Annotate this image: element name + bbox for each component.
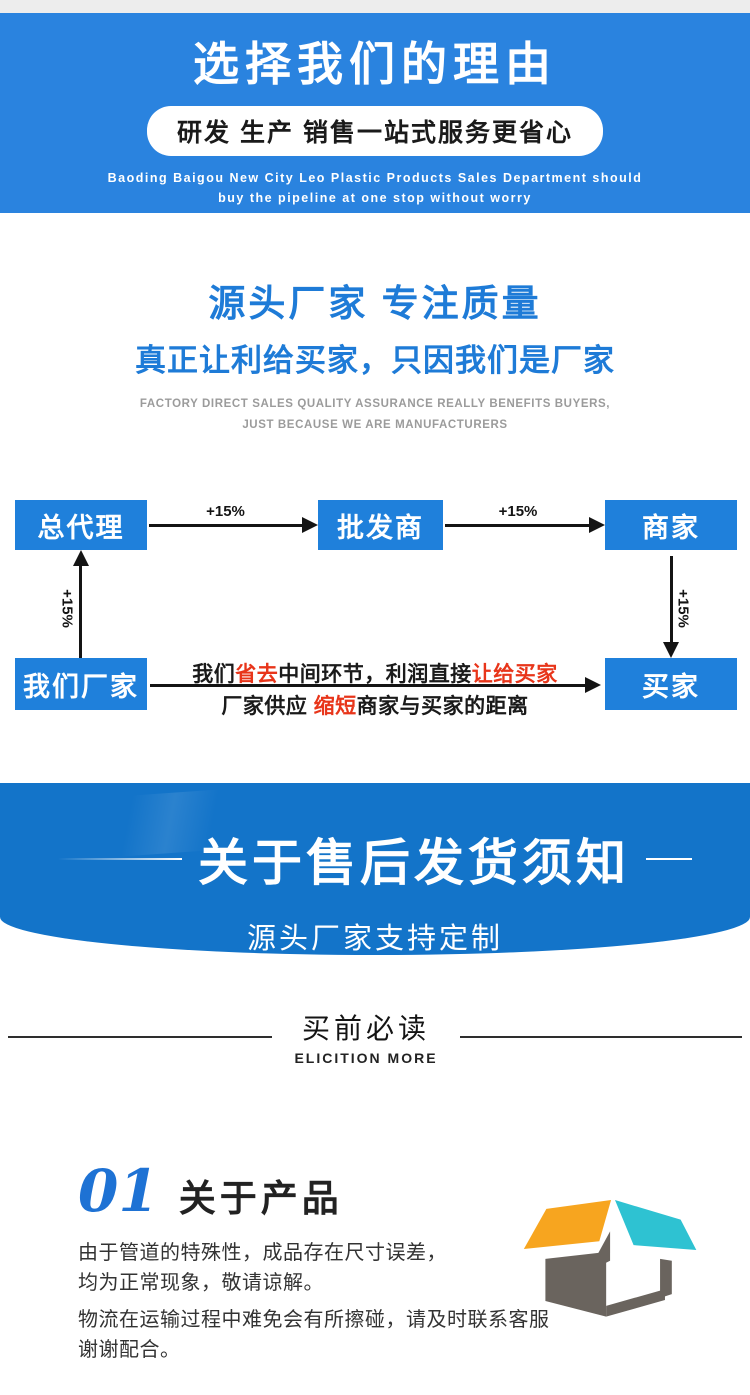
arrow-line-wholesaler-merchant	[445, 524, 591, 527]
flow-msg2-part1: 厂家供应	[221, 695, 314, 718]
hero-subtitle-en: Baoding Baigou New City Leo Plastic Prod…	[0, 168, 750, 208]
divider-line-left	[8, 1035, 273, 1038]
arrow-line-factory-agent	[79, 564, 82, 658]
quality-subtitle-en-line1: FACTORY DIRECT SALES QUALITY ASSURANCE R…	[139, 398, 611, 410]
must-read-text-block: 买前必读 ELICITION MORE	[294, 1007, 437, 1066]
flow-node-agent: 总代理	[15, 500, 147, 550]
markup-label-3: +15%	[58, 589, 76, 628]
must-read-divider: 买前必读 ELICITION MORE	[0, 1007, 750, 1066]
arrow-line-merchant-buyer	[670, 556, 673, 642]
hero-subtitle-en-line1: Baoding Baigou New City Leo Plastic Prod…	[107, 171, 643, 185]
box-flap-left	[523, 1200, 612, 1250]
flow-msg2-part2: 商家与买家的距离	[356, 695, 529, 718]
flow-msg1-red2: 让给买家	[471, 663, 558, 686]
quality-subtitle-en: FACTORY DIRECT SALES QUALITY ASSURANCE R…	[0, 394, 750, 436]
about-heading: 01 关于产品	[78, 1162, 750, 1222]
flow-msg1-part2: 中间环节，利润直接	[278, 663, 472, 686]
open-box-icon	[523, 1200, 697, 1317]
about-p1-line2: 均为正常现象，敬请谅解。	[78, 1272, 324, 1294]
box-bottom-edge	[606, 1289, 665, 1317]
hero-banner: 选择我们的理由 研发 生产 销售一站式服务更省心 Baoding Baigou …	[0, 13, 750, 213]
banner-subtitle: 源头厂家支持定制	[246, 923, 503, 955]
banner-dash-left	[58, 858, 182, 860]
about-p2-line1: 物流在运输过程中难免会有所擦碰，请及时联系客服	[78, 1309, 550, 1331]
arrowhead-down-icon	[663, 642, 679, 658]
flow-message-line2: 厂家供应 缩短商家与买家的距离	[150, 690, 600, 720]
about-paragraph-1: 由于管道的特殊性，成品存在尺寸误差， 均为正常现象，敬请谅解。	[78, 1238, 558, 1298]
flow-msg1-red1: 省去	[235, 663, 279, 686]
arrowhead-right-icon	[589, 517, 605, 533]
supply-chain-flow-diagram: 总代理 批发商 商家 我们厂家 买家 +15% +15% +15% +15% 我…	[0, 500, 750, 718]
about-body: 由于管道的特殊性，成品存在尺寸误差， 均为正常现象，敬请谅解。 物流在运输过程中…	[78, 1238, 558, 1365]
arrowhead-up-icon	[73, 550, 89, 566]
divider-line-right	[459, 1035, 742, 1038]
markup-label-2: +15%	[498, 503, 538, 520]
about-title: 关于产品	[178, 1178, 343, 1219]
box-right-edge	[660, 1258, 672, 1299]
box-flap-right	[614, 1200, 697, 1251]
flow-message-line1: 我们省去中间环节，利润直接让给买家	[150, 658, 600, 688]
hero-pill-tagline: 研发 生产 销售一站式服务更省心	[147, 106, 603, 156]
must-read-subtitle-en: ELICITION MORE	[294, 1050, 438, 1066]
banner-title-row: 关于售后发货须知	[0, 823, 750, 895]
box-left-face	[545, 1251, 607, 1317]
hero-title: 选择我们的理由	[193, 38, 557, 90]
must-read-title: 买前必读	[301, 1013, 430, 1044]
banner-dash-right	[646, 858, 692, 860]
flow-node-our-factory: 我们厂家	[15, 658, 147, 710]
about-paragraph-2: 物流在运输过程中难免会有所擦碰，请及时联系客服 谢谢配合。	[78, 1305, 558, 1365]
quality-subtitle: 真正让利给买家，只因我们是厂家	[135, 343, 615, 378]
quality-section: 源头厂家 专注质量 真正让利给买家，只因我们是厂家 FACTORY DIRECT…	[0, 213, 750, 436]
quality-title: 源头厂家 专注质量	[208, 283, 542, 324]
section-number: 01	[78, 1157, 159, 1225]
arrowhead-right-icon	[585, 677, 601, 693]
after-sales-banner: 关于售后发货须知 源头厂家支持定制	[0, 783, 750, 955]
markup-label-1: +15%	[206, 503, 245, 520]
markup-label-4: +15%	[674, 589, 692, 628]
flow-msg2-red1: 缩短	[313, 695, 357, 718]
arrowhead-right-icon	[302, 517, 318, 533]
hero-subtitle-en-line2: buy the pipeline at one stop without wor…	[218, 191, 532, 205]
about-p1-line1: 由于管道的特殊性，成品存在尺寸误差，	[78, 1242, 447, 1264]
flow-node-merchant: 商家	[605, 500, 737, 550]
banner-title: 关于售后发货须知	[198, 835, 630, 891]
flow-node-buyer: 买家	[605, 658, 737, 710]
quality-subtitle-en-line2: JUST BECAUSE WE ARE MANUFACTURERS	[242, 419, 508, 431]
flow-node-wholesaler: 批发商	[318, 500, 443, 550]
flow-msg1-part1: 我们	[192, 663, 236, 686]
about-p2-line2: 谢谢配合。	[78, 1339, 181, 1361]
arrow-line-agent-wholesaler	[149, 524, 304, 527]
top-gray-strip	[0, 0, 750, 13]
arrow-line-factory-buyer	[150, 684, 587, 687]
about-product-section: 01 关于产品 由于管道的特殊性，成品存在尺寸误差， 均为正常现象，敬请谅解。 …	[0, 1162, 750, 1395]
